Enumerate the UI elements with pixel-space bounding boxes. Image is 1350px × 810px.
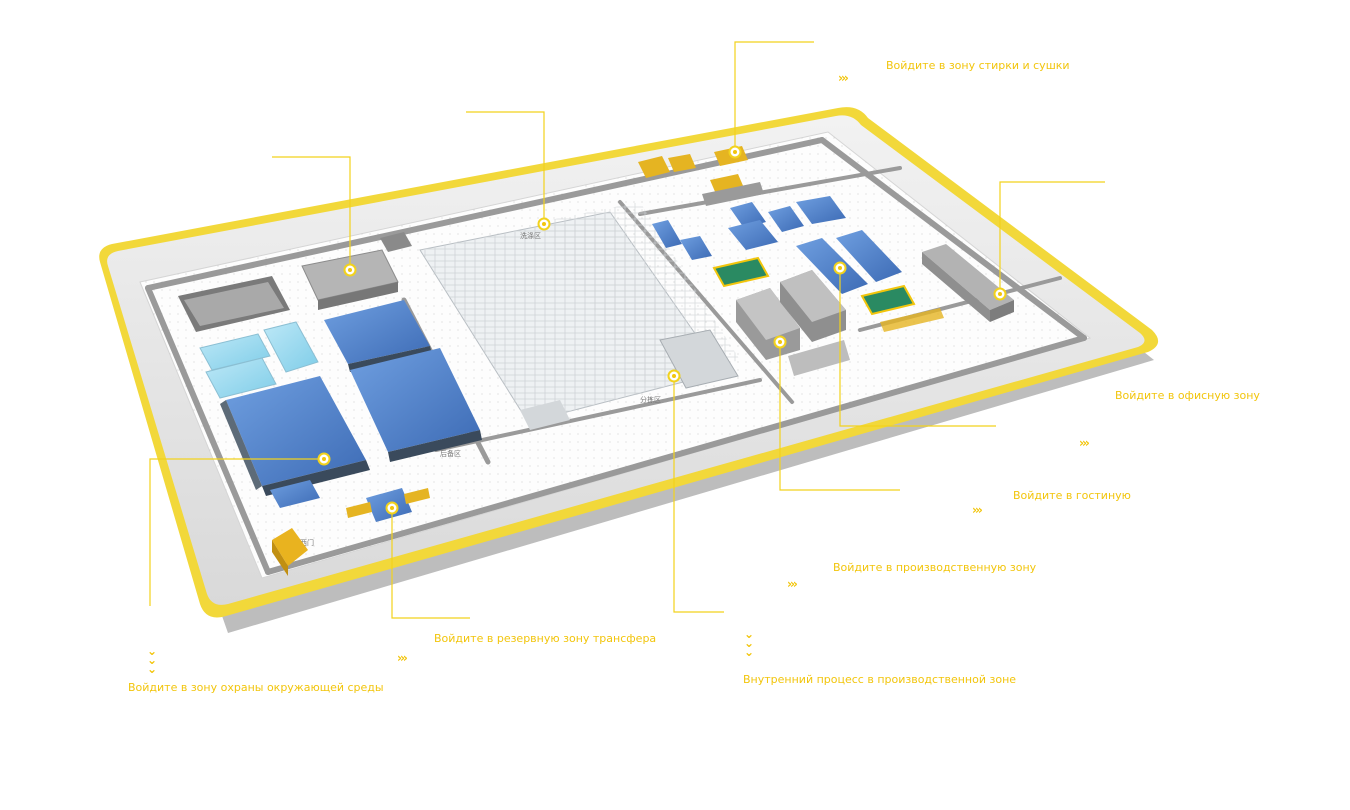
arrow-right-icon: ››› (787, 577, 798, 591)
callout-transfer-link[interactable]: Войдите в резервную зону трансфера (434, 632, 657, 645)
office-zone (652, 196, 1014, 332)
hotspots[interactable] (317, 145, 1007, 515)
hotspot-wash-hall[interactable] (537, 217, 551, 231)
arrow-down-icon: ⌄ (146, 662, 158, 676)
hotspot-office[interactable] (993, 287, 1007, 301)
callout-office-link[interactable]: Войдите в офисную зону (1115, 389, 1260, 402)
sign-reserve-area: 后备区 (440, 449, 461, 458)
gate-house (272, 528, 308, 576)
hotspot-production[interactable] (667, 369, 681, 383)
arrow-down-icon: ⌄ (743, 645, 755, 659)
sign-west-gate: 西门 (300, 538, 314, 547)
production-zone: 分拣区 (419, 202, 740, 430)
arrow-right-icon: ››› (972, 503, 983, 517)
hotel-zone (736, 270, 850, 376)
arrow-right-icon: ››› (397, 651, 408, 665)
callout-process-link[interactable]: Внутренний процесс в производственной зо… (743, 673, 1017, 686)
arrow-down-icon: ⌄ (146, 653, 158, 667)
hotspot-hotel[interactable] (773, 335, 787, 349)
callout-production-link[interactable]: Войдите в производственную зону (833, 561, 1037, 574)
leader-lines (149, 41, 1105, 619)
callout-laundry-link[interactable]: Войдите в зону стирки и сушки (886, 59, 1070, 72)
arrow-right-icon: ››› (1079, 436, 1090, 450)
arrow-down-icon: ⌄ (146, 644, 158, 658)
sign-sorting-area: 分拣区 (640, 395, 661, 404)
hotspot-laundry[interactable] (728, 145, 742, 159)
arrow-down-icon: ⌄ (743, 627, 755, 641)
reserve-transfer-zone: 后备区 西门 (300, 249, 482, 547)
arrow-right-icon: ››› (838, 71, 849, 85)
sign-wash-area: 洗涤区 (520, 231, 541, 240)
hotspot-transfer[interactable] (385, 501, 399, 515)
callout-hotel-link[interactable]: Войдите в гостиную (1013, 489, 1131, 502)
callout-environment-link[interactable]: Войдите в зону охраны окружающей среды (128, 681, 384, 694)
hotspot-storage[interactable] (343, 263, 357, 277)
hotspot-office-blocks[interactable] (833, 261, 847, 275)
arrow-down-icon: ⌄ (743, 636, 755, 650)
hotspot-environment[interactable] (317, 452, 331, 466)
